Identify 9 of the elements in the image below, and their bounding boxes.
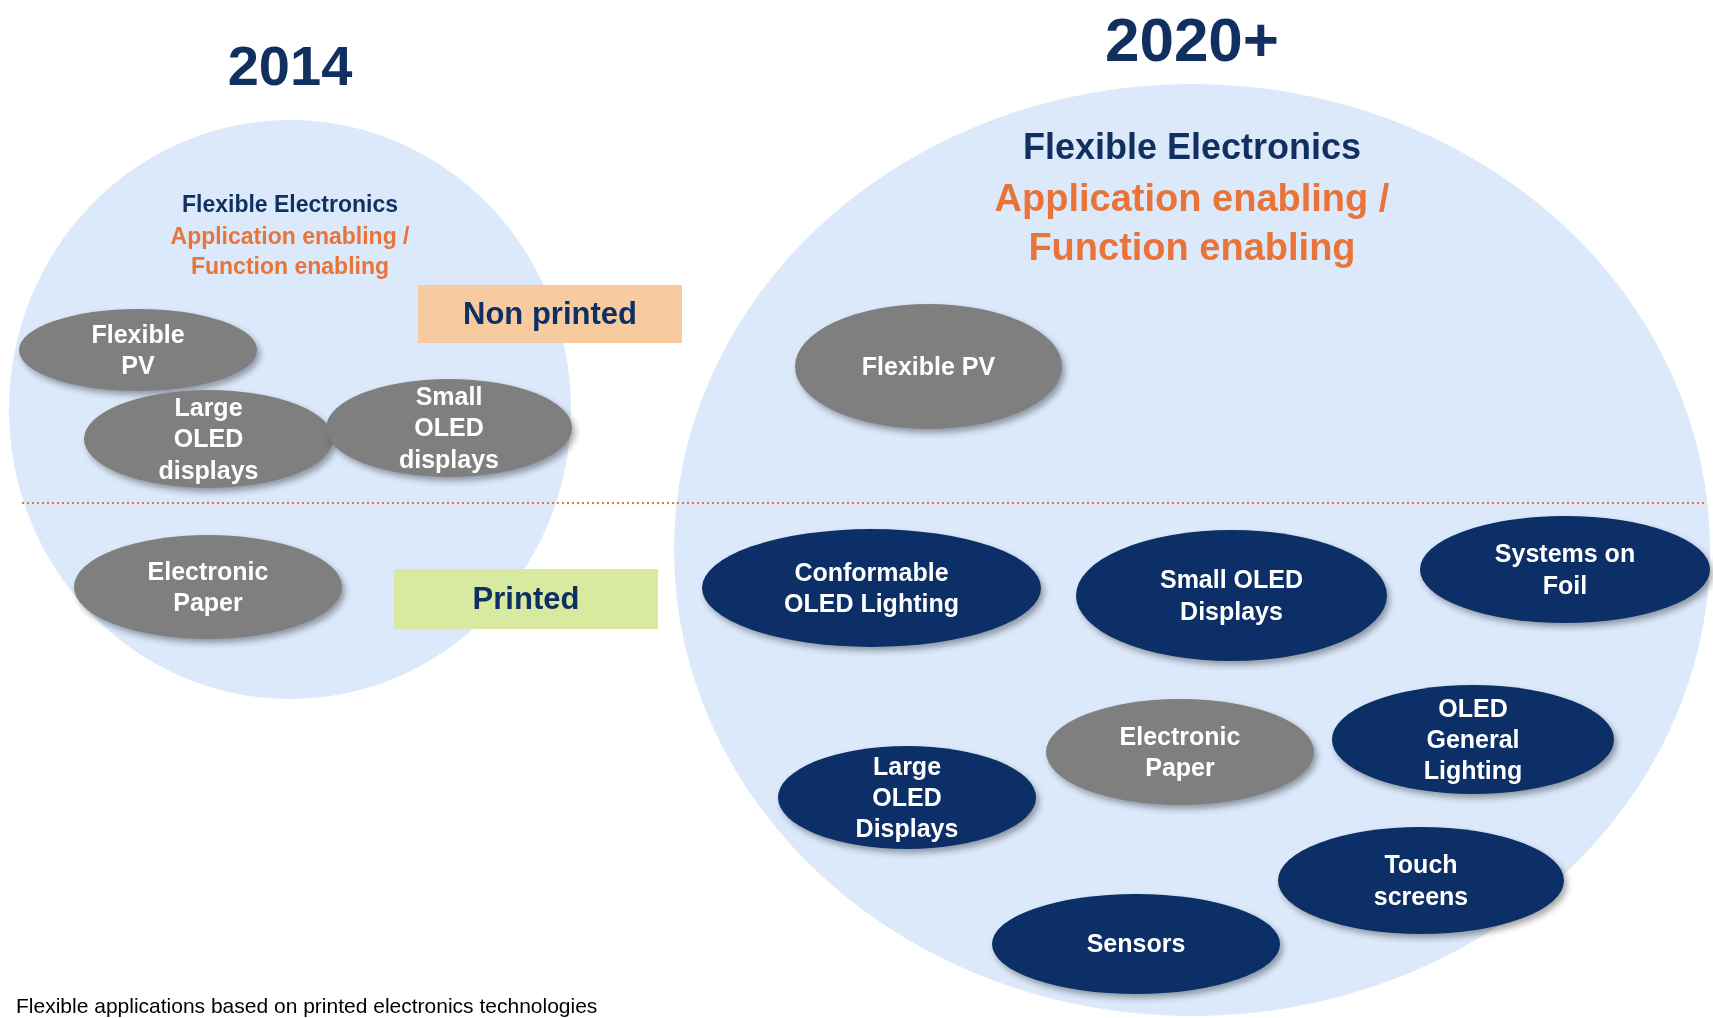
year-heading: 2020+ [1103,4,1281,76]
heading-text: Flexible Electronics [1021,125,1363,169]
year-heading: 2014 [226,33,354,99]
caption: Flexible applications based on printed electronics technologies [16,994,598,1018]
heading-text: Flexible Electronics [181,190,399,219]
subheading-text: Application enabling / Function enabling [169,222,411,281]
subheading-text: Application enabling / Function enabling [993,176,1391,271]
category-label: Non printed [418,285,682,343]
category-label: Printed [394,569,658,629]
